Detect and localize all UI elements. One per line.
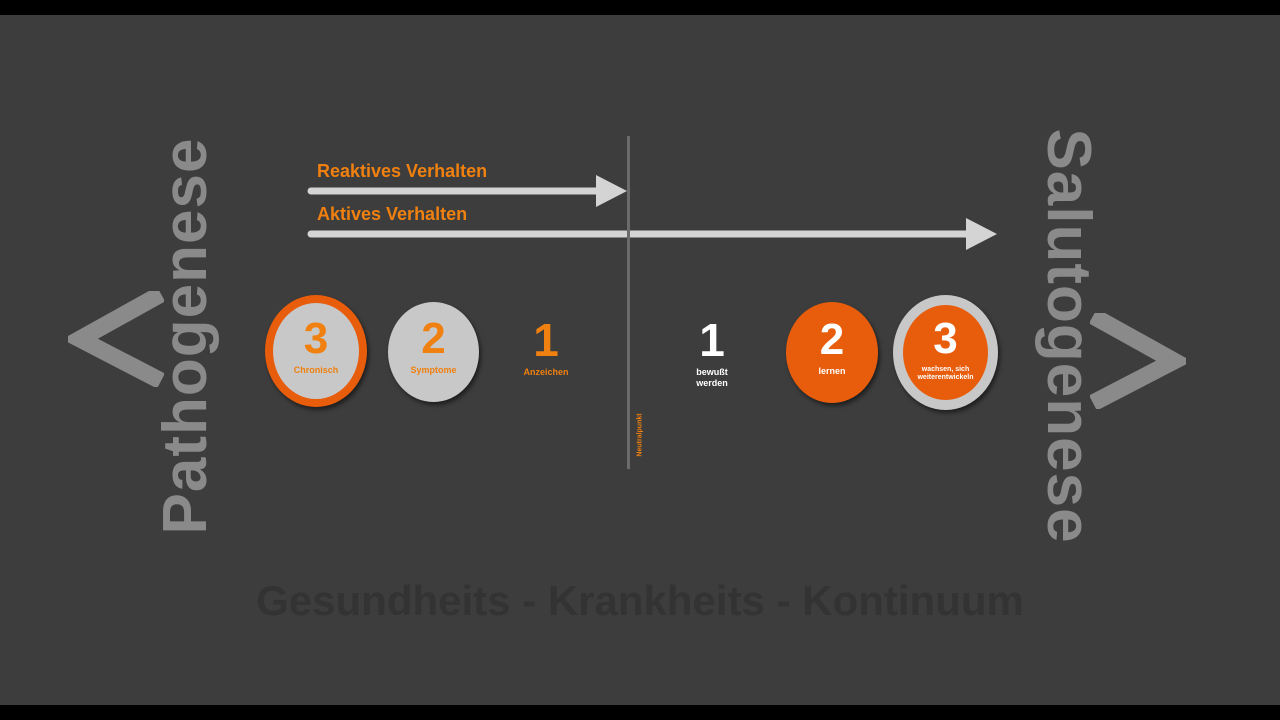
active-behaviour-label: Aktives Verhalten bbox=[317, 204, 468, 224]
neutral-point-label: Neutralpunkt bbox=[636, 413, 644, 457]
step-symptome-caption: Symptome bbox=[410, 365, 457, 375]
step-bewusst-werden: 1 bewußt werden bbox=[672, 317, 752, 389]
reactive-arrow bbox=[307, 175, 627, 207]
step-bewusst-number: 1 bbox=[699, 314, 725, 366]
step-wachsen: 3 wachsen, sich weiterentwickeln bbox=[893, 295, 998, 410]
step-bewusst-caption-1: bewußt bbox=[696, 367, 728, 377]
right-angle-icon bbox=[1090, 313, 1186, 409]
step-wachsen-number: 3 bbox=[933, 314, 958, 363]
step-chronisch: 3 Chronisch bbox=[265, 295, 367, 407]
step-bewusst-caption-2: werden bbox=[696, 378, 728, 388]
step-anzeichen: 1 Anzeichen bbox=[506, 317, 586, 378]
arrows-layer bbox=[307, 175, 997, 250]
step-symptome-number: 2 bbox=[421, 314, 446, 363]
step-chronisch-number: 3 bbox=[303, 314, 329, 363]
step-wachsen-caption-1: wachsen, sich bbox=[921, 366, 970, 373]
left-angle-icon bbox=[68, 291, 164, 387]
continuum-title: Gesundheits - Krankheits - Kontinuum bbox=[256, 577, 1024, 624]
step-chronisch-caption: Chronisch bbox=[293, 365, 339, 375]
step-lernen: 2 lernen bbox=[786, 302, 878, 403]
step-lernen-number: 2 bbox=[819, 315, 845, 364]
step-wachsen-caption-2: weiterentwickeln bbox=[917, 374, 974, 381]
step-anzeichen-caption: Anzeichen bbox=[523, 367, 569, 377]
diagram-canvas: Pathogenese Salutogenese Reaktives Verha… bbox=[0, 15, 1280, 705]
neutral-point-line bbox=[627, 136, 630, 469]
active-arrow bbox=[307, 218, 997, 250]
reactive-behaviour-label: Reaktives Verhalten bbox=[317, 161, 488, 181]
step-anzeichen-number: 1 bbox=[533, 314, 559, 366]
step-lernen-caption: lernen bbox=[818, 366, 846, 376]
step-symptome: 2 Symptome bbox=[388, 302, 479, 402]
